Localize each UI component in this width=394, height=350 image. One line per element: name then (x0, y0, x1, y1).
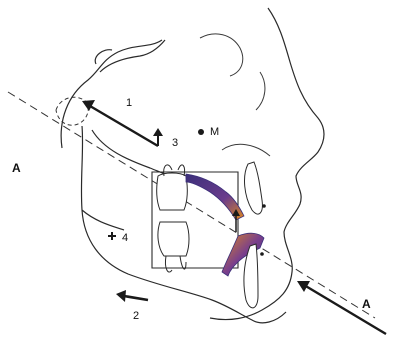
point-m-dot (198, 129, 204, 135)
arrow-3-head (153, 128, 163, 136)
arrow-a-shaft (304, 285, 386, 334)
incisal-dot-upper (262, 204, 266, 208)
axis-dashed-line (8, 92, 375, 318)
upper-molar (157, 173, 188, 210)
label-axis-a-left: A (12, 162, 21, 174)
label-point-4: 4 (122, 233, 128, 244)
lower-molar-roots (165, 256, 186, 272)
point-4-marker (108, 232, 116, 240)
label-arrow-2: 2 (133, 311, 139, 322)
label-arrow-1: 1 (126, 98, 132, 109)
arrow-2-head (116, 290, 126, 302)
incisal-dot-lower (260, 252, 264, 256)
label-arrow-3: 3 (172, 138, 178, 149)
lower-molar (158, 222, 189, 256)
label-axis-a-right: A (362, 298, 371, 310)
skull-outline (61, 8, 324, 320)
arrow-2-shaft (124, 296, 148, 300)
label-point-m: M (210, 127, 219, 138)
upper-incisor (245, 162, 263, 214)
arrow-1-head (82, 100, 95, 111)
